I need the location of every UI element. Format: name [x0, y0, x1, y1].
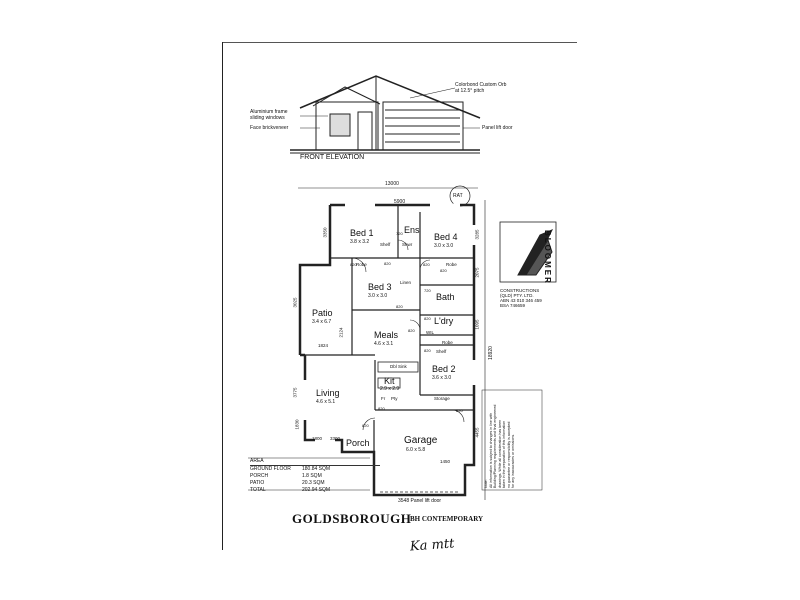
room-living-name: Living	[316, 388, 340, 398]
door-code: 820	[456, 408, 463, 413]
area-table-header: AREA	[250, 458, 264, 464]
right-dim-2: 2075	[474, 267, 480, 278]
room-bed2-size: 3.6 x 3.0	[432, 375, 452, 381]
left-dim-6: 1830	[294, 419, 300, 430]
left-dim-1: 3350	[322, 227, 328, 238]
fixture-storage: Storage	[434, 396, 450, 401]
door-code: 720	[424, 288, 431, 293]
interior-walls	[305, 205, 474, 452]
roof-note: Colorbond Custom Orb at 12.5° pitch	[455, 82, 507, 94]
door-code: 820	[408, 328, 415, 333]
brick-note: Face brickveneer	[250, 125, 289, 131]
north-marker: RAT	[453, 193, 463, 199]
plan-subtitle: BH CONTEMPORARY	[410, 515, 484, 523]
bottom-dim-1: 1800	[312, 436, 323, 441]
bottom-dim-3: 1450	[440, 459, 451, 464]
door-code: 820	[384, 261, 391, 266]
area-row-value: 1.8 SQM	[302, 473, 322, 479]
top-segment-dim: 5900	[394, 199, 406, 205]
room-bed4-name: Bed 4	[434, 232, 458, 242]
room-bed4-size: 3.0 x 3.0	[434, 243, 454, 249]
bottom-dim-2: 3300	[330, 436, 341, 441]
door-code: 820	[396, 304, 403, 309]
fixture-robe-bed4: Robe	[446, 262, 457, 267]
exterior-walls	[298, 203, 476, 497]
room-kitchen-size: 2.9 x 2.9	[380, 386, 400, 392]
room-bed1-size: 3.8 x 3.2	[350, 239, 370, 245]
fixture-shower: Shwr	[402, 242, 413, 247]
right-dim-3: 1095	[474, 319, 480, 330]
room-garage-size: 6.0 x 5.8	[406, 447, 426, 453]
area-row-value: 180.84 SQM	[302, 466, 331, 472]
overall-depth-dim: 18920	[487, 346, 494, 360]
door-code: 820	[423, 262, 430, 267]
fixture-shelf-ens: Shelf	[380, 242, 391, 247]
signature: Ka mtt	[409, 536, 455, 555]
elevation-heading: FRONT ELEVATION	[300, 154, 365, 161]
fixture-robe-bed2: Robe	[442, 340, 453, 345]
room-garage-name: Garage	[404, 435, 438, 446]
area-row-value: 202.94 SQM	[302, 487, 331, 493]
bloomer-logo-mark	[499, 221, 557, 283]
door-code: 820	[350, 262, 357, 267]
overall-width-dim: 13000	[385, 181, 399, 187]
door-code: 820	[424, 348, 431, 353]
disclaimer-note: Note: All information is subject to chan…	[484, 404, 515, 488]
plan-sheet	[222, 42, 578, 550]
door-code: 820	[440, 268, 447, 273]
front-elevation	[290, 75, 481, 154]
plan-title: GOLDSBOROUGH	[292, 511, 412, 526]
area-table: AREA GROUND FLOOR 180.84 SQM PORCH 1.8 SQM…	[250, 458, 380, 494]
left-dim-2: 3025	[292, 297, 298, 308]
room-living-size: 4.6 x 5.1	[316, 399, 336, 405]
windows-note: Aluminium frame sliding windows	[250, 109, 288, 121]
area-row-value: 20.3 SQM	[302, 480, 325, 486]
room-meals-name: Meals	[374, 330, 399, 340]
room-bath-name: Bath	[436, 292, 455, 302]
brand-name: BLOOMER	[543, 230, 552, 285]
door-code: 820	[378, 406, 385, 411]
door-code: 720	[396, 231, 403, 236]
room-patio-name: Patio	[312, 308, 333, 318]
room-meals-size: 4.6 x 3.1	[374, 341, 394, 347]
fixture-robe-bed1: Robe	[356, 262, 367, 267]
door-code: 820	[362, 423, 369, 428]
area-row-label: PATIO	[250, 480, 265, 486]
left-dim-3: 3775	[292, 387, 298, 398]
fixture-linen: Linen	[400, 280, 412, 285]
area-row-label: PORCH	[250, 473, 269, 479]
door-note: Panel lift door	[482, 125, 513, 131]
room-ens-name: Ens	[404, 225, 420, 235]
room-bed3-size: 3.0 x 3.0	[368, 293, 388, 299]
right-dim-1: 3285	[474, 229, 480, 240]
room-kitchen-name: Kit	[384, 376, 395, 386]
room-bed3-name: Bed 3	[368, 282, 392, 292]
right-dim-4: 4455	[474, 427, 480, 438]
garage-door-dim: 3548 Panel lift door	[398, 498, 442, 504]
sheet-top-edge	[222, 42, 577, 43]
fixture-fridge: Fr	[381, 396, 386, 401]
area-row-label: GROUND FLOOR	[250, 466, 291, 472]
left-dim-4: 2124	[338, 327, 344, 338]
fixture-dbl-sink: Dbl Sink	[390, 364, 407, 369]
room-bed1-name: Bed 1	[350, 228, 374, 238]
room-laundry-name: L'dry	[434, 316, 454, 326]
left-dim-5: 1824	[318, 343, 329, 348]
area-row-label: TOTAL	[250, 487, 266, 493]
fixture-wil: WIL	[426, 330, 435, 335]
fixture-shelf-laundry: Shelf	[436, 349, 447, 354]
brand-subtitle: CONSTRUCTIONS (QLD) PTY. LTD. ABN 43 010…	[500, 288, 542, 308]
room-porch-name: Porch	[346, 438, 370, 448]
room-bed2-name: Bed 2	[432, 364, 456, 374]
fixture-pantry: Pty	[391, 396, 398, 401]
room-patio-size: 3.4 x 6.7	[312, 319, 332, 325]
door-code: 820	[424, 316, 431, 321]
